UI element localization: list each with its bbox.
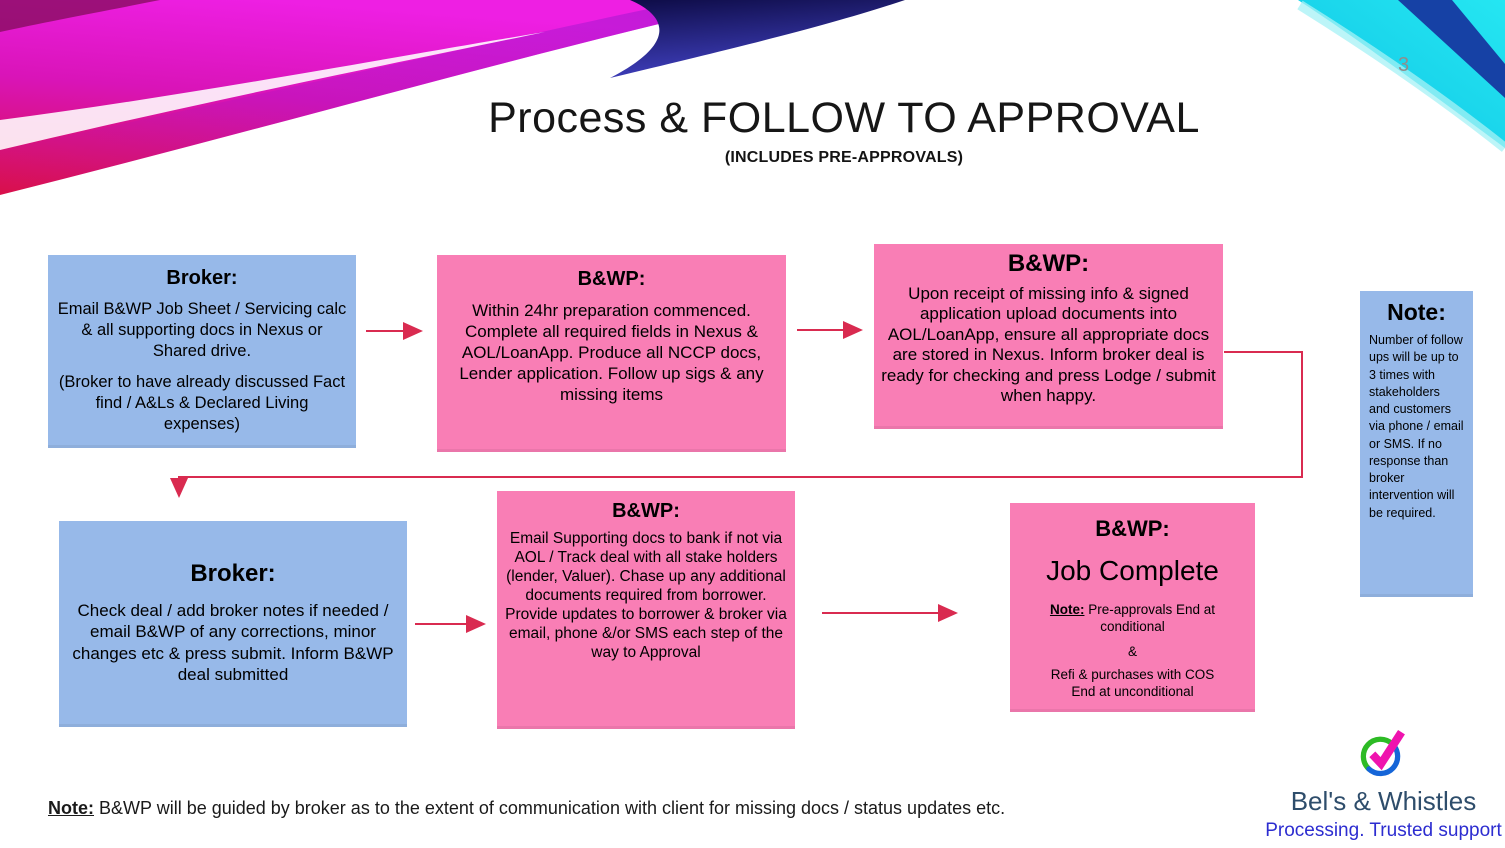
box-paragraph: Number of follow ups will be up to 3 tim… [1369,333,1464,520]
title-block: Process & FOLLOW TO APPROVAL (INCLUDES P… [424,94,1264,167]
note-text: B&WP will be guided by broker as to the … [99,798,1006,818]
checkmark-logo-icon [1360,729,1405,777]
page-title: Process & FOLLOW TO APPROVAL [488,94,1200,142]
swoosh-cyan-navy-streak [1398,0,1505,98]
box-paragraph: Email B&WP Job Sheet / Servicing calc & … [57,300,347,360]
note-text: Pre-approvals End at conditional [1088,602,1216,634]
box-paragraph: Email Supporting docs to bank if not via… [505,530,787,662]
flow-box-bwp-2: B&WP: Upon receipt of missing info & sig… [874,244,1223,429]
note-label: Note: [48,798,94,818]
box-heading: Broker: [166,267,238,289]
footer-note: Note: B&WP will be guided by broker as t… [48,798,1198,819]
flow-box-bwp-1: B&WP: Within 24hr preparation commenced.… [437,255,786,452]
ampersand-text: & [1127,643,1137,659]
swoosh-navy-streak [610,0,905,78]
box-heading: B&WP: [1007,250,1090,277]
box-heading: B&WP: [1095,516,1170,541]
flow-box-bwp-3: B&WP: Email Supporting docs to bank if n… [497,491,795,729]
logo-name: Bel's & Whistles [1290,786,1477,816]
logo: Bel's & Whistles Processing. Trusted sup… [1262,724,1505,842]
flow-box-job-complete: B&WP: Job Complete Note: Pre-approvals E… [1010,503,1255,712]
box-paragraph: Within 24hr preparation commenced. Compl… [459,301,764,404]
box-heading: B&WP: [577,268,646,290]
box-heading: Broker: [190,560,276,587]
box-heading: B&WP: [612,500,680,522]
box-paragraph: (Broker to have already discussed Fact f… [58,373,346,433]
job-complete-title: Job Complete [1046,555,1219,586]
swoosh-maroon-corner [0,0,160,32]
side-note-box: Note: Number of follow ups will be up to… [1360,291,1473,597]
box-heading: Note: [1387,299,1446,325]
page-subtitle: (INCLUDES PRE-APPROVALS) [724,149,964,166]
box-paragraph: Upon receipt of missing info & signed ap… [881,284,1216,405]
job-complete-note: Note: Pre-approvals End at conditional [1030,602,1235,636]
box-paragraph: Check deal / add broker notes if needed … [72,601,394,684]
flow-box-broker-1: Broker: Email B&WP Job Sheet / Servicing… [48,255,356,448]
page-number: 3 [1398,54,1410,76]
job-complete-line2: Refi & purchases with COS End at uncondi… [1050,666,1215,699]
flow-box-broker-2: Broker: Check deal / add broker notes if… [59,521,407,727]
logo-tagline: Processing. Trusted support [1265,820,1502,841]
note-label: Note: [1049,602,1085,617]
